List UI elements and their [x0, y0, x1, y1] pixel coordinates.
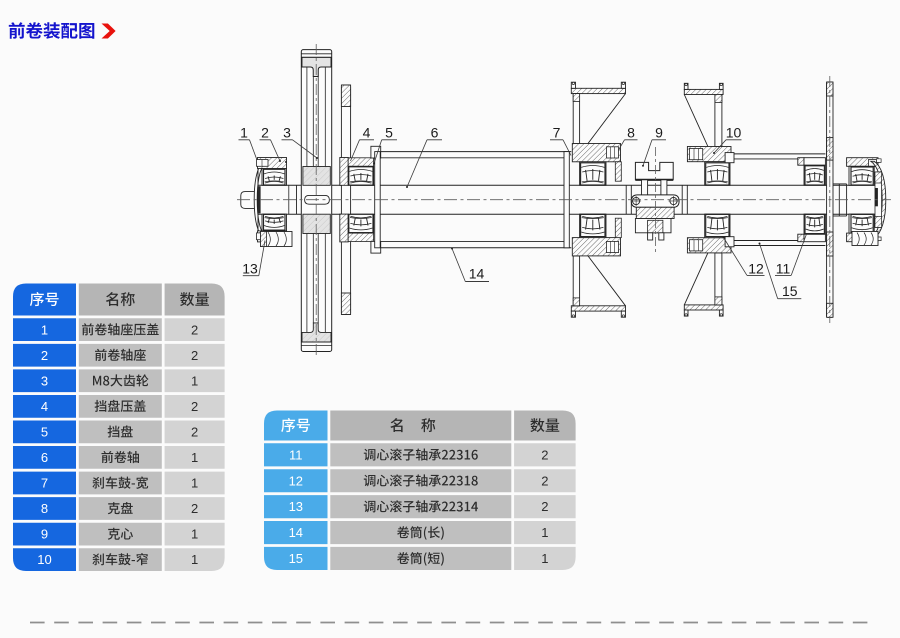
svg-text:1: 1 — [541, 551, 548, 566]
svg-text:6: 6 — [431, 125, 439, 141]
svg-text:10: 10 — [37, 552, 51, 567]
svg-text:13: 13 — [242, 261, 258, 277]
svg-text:10: 10 — [726, 125, 742, 141]
svg-text:1: 1 — [191, 527, 198, 542]
svg-text:2: 2 — [191, 322, 198, 337]
svg-text:14: 14 — [469, 266, 485, 282]
svg-text:8: 8 — [627, 125, 635, 141]
svg-text:12: 12 — [289, 473, 303, 488]
svg-text:6: 6 — [41, 450, 48, 465]
svg-text:7: 7 — [553, 125, 561, 141]
svg-text:2: 2 — [41, 348, 48, 363]
svg-text:7: 7 — [41, 476, 48, 491]
svg-text:5: 5 — [385, 125, 393, 141]
svg-text:2: 2 — [191, 348, 198, 363]
svg-text:1: 1 — [41, 322, 48, 337]
svg-text:4: 4 — [41, 399, 48, 414]
svg-text:2: 2 — [191, 399, 198, 414]
svg-text:2: 2 — [541, 473, 548, 488]
svg-text:9: 9 — [655, 125, 663, 141]
svg-text:1: 1 — [541, 525, 548, 540]
svg-text:5: 5 — [41, 425, 48, 440]
svg-text:11: 11 — [776, 261, 791, 277]
svg-text:2: 2 — [261, 125, 269, 141]
svg-text:2: 2 — [541, 447, 548, 462]
svg-text:3: 3 — [41, 373, 48, 388]
svg-text:4: 4 — [363, 125, 371, 141]
svg-text:3: 3 — [283, 125, 291, 141]
svg-text:12: 12 — [748, 261, 764, 277]
svg-text:2: 2 — [191, 425, 198, 440]
svg-text:1: 1 — [240, 125, 248, 141]
svg-text:1: 1 — [191, 552, 198, 567]
svg-text:1: 1 — [191, 476, 198, 491]
svg-text:11: 11 — [289, 447, 303, 462]
svg-text:1: 1 — [191, 450, 198, 465]
svg-text:1: 1 — [191, 373, 198, 388]
svg-text:15: 15 — [289, 551, 303, 566]
svg-text:8: 8 — [41, 501, 48, 516]
svg-text:13: 13 — [289, 499, 303, 514]
svg-text:2: 2 — [191, 501, 198, 516]
svg-text:15: 15 — [782, 283, 798, 299]
svg-text:9: 9 — [41, 527, 48, 542]
svg-text:2: 2 — [541, 499, 548, 514]
svg-text:14: 14 — [289, 525, 303, 540]
